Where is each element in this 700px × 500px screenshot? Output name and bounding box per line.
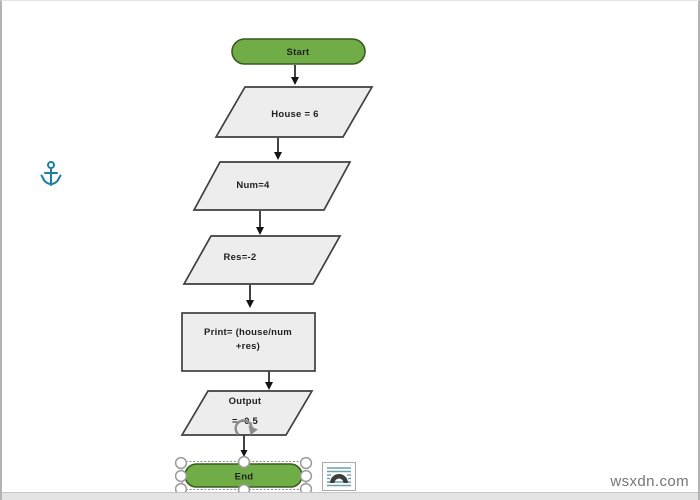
node-end-label: End (235, 472, 254, 483)
connector-num-res[interactable] (256, 211, 264, 235)
connector-output-end[interactable] (240, 435, 248, 457)
selection-handle-top-left[interactable] (174, 456, 188, 470)
node-num[interactable]: Num=4 (192, 161, 352, 211)
node-house-label: House = 6 (271, 109, 318, 120)
node-house[interactable]: House = 6 (214, 86, 374, 138)
node-start-label: Start (287, 47, 310, 58)
watermark-text: wsxdn.com (610, 473, 689, 490)
object-anchor-icon[interactable] (40, 159, 62, 191)
node-res[interactable]: Res=-2 (182, 235, 342, 285)
connector-house-num[interactable] (274, 138, 282, 160)
node-print-label-line1: Print= (house/num (204, 327, 292, 338)
connector-print-output[interactable] (265, 371, 273, 390)
layout-options-icon (327, 467, 351, 487)
node-output-label-line1: Output (229, 396, 262, 407)
connector-start-house[interactable] (291, 65, 299, 85)
bottom-edge-strip (2, 492, 698, 500)
selection-handle-top-center[interactable] (237, 455, 251, 469)
node-output[interactable]: Output = -0.5 (180, 390, 314, 436)
selection-handle-mid-right[interactable] (299, 469, 313, 483)
node-res-label: Res=-2 (224, 252, 257, 263)
rotate-handle-icon[interactable] (234, 419, 258, 436)
connector-res-print[interactable] (246, 285, 254, 308)
selection-handle-top-right[interactable] (299, 456, 313, 470)
node-print[interactable]: Print= (house/num +res) (181, 312, 316, 372)
selection-handle-mid-left[interactable] (174, 469, 188, 483)
node-print-label-line2: +res) (236, 341, 260, 352)
node-start[interactable]: Start (231, 38, 366, 65)
layout-options-button[interactable] (322, 462, 356, 491)
node-num-label: Num=4 (236, 180, 270, 191)
